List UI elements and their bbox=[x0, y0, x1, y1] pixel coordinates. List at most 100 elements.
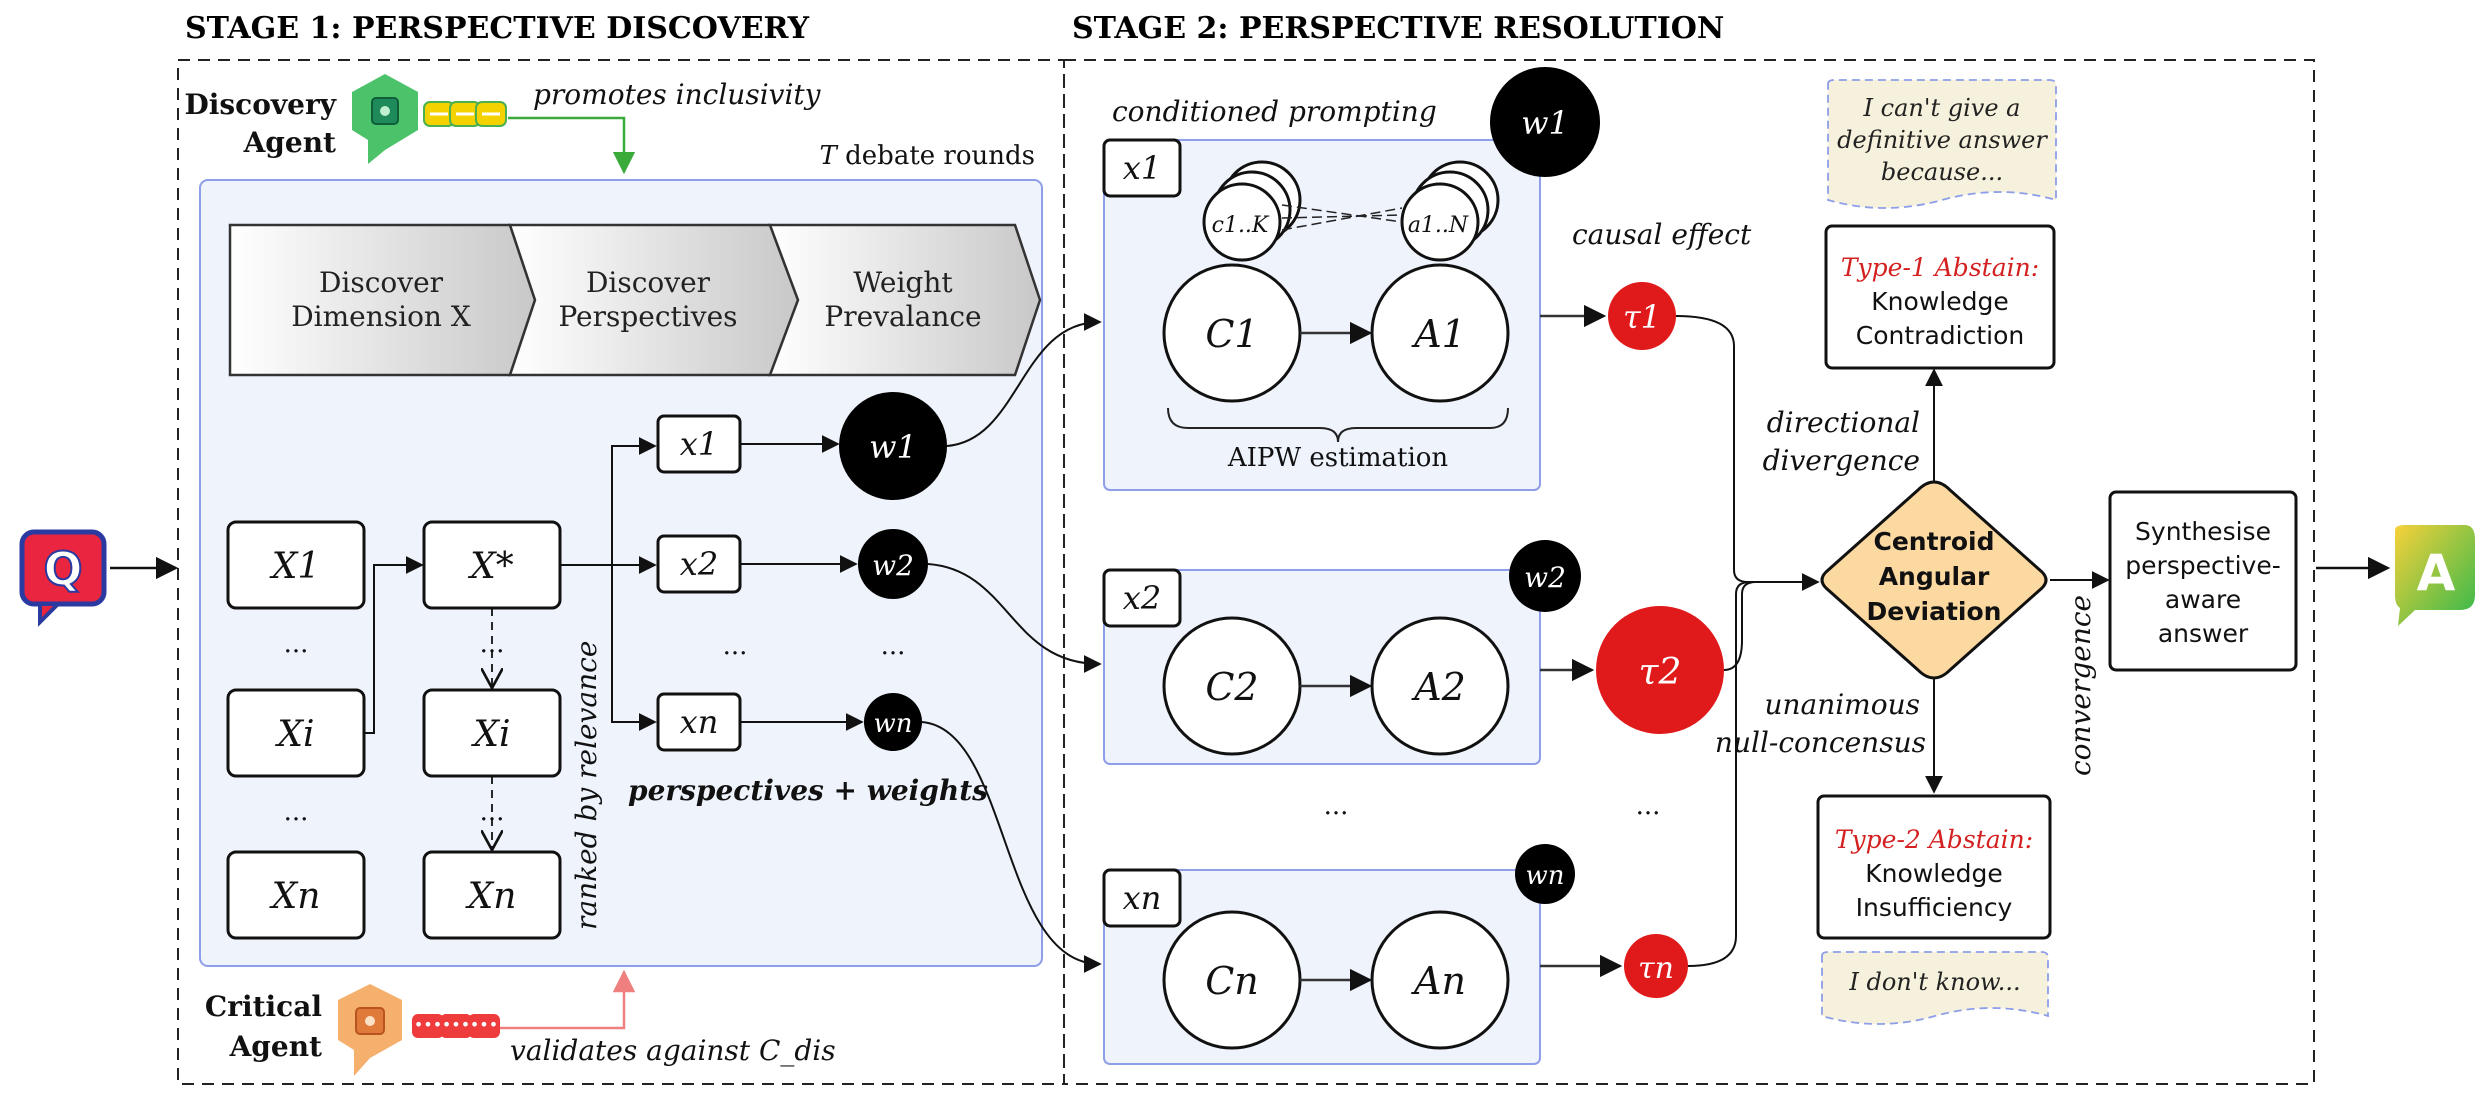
tau-label-1: τ1 bbox=[1623, 298, 1661, 336]
svg-text:•••: ••• bbox=[470, 1015, 498, 1034]
persp-label-2: x2 bbox=[680, 545, 718, 583]
validates-arrow bbox=[500, 969, 636, 1030]
weight-circle-2 bbox=[858, 529, 928, 599]
tau2-to-centroid-line bbox=[1723, 581, 1757, 671]
block-1-weight bbox=[1490, 67, 1600, 177]
w1-to-block1-arrow bbox=[946, 313, 1102, 447]
promotes-arrow bbox=[508, 116, 636, 175]
chevron-weight-prevalance bbox=[768, 223, 1042, 377]
question-letter: Q bbox=[43, 542, 82, 596]
chevron1-line1: Discover bbox=[319, 266, 444, 299]
weight-circle-n bbox=[864, 693, 922, 751]
bubble1-line-3: because... bbox=[1881, 158, 2003, 186]
mid-label-n: Xn bbox=[465, 876, 517, 917]
bubble2-text: I don't know... bbox=[1848, 968, 2020, 996]
block-2-a-node bbox=[1370, 616, 1510, 756]
critical-agent-label-2: Agent bbox=[229, 1030, 322, 1063]
ellipsis-taus: ... bbox=[1636, 791, 1661, 821]
bubble1-line-2: definitive answer bbox=[1837, 126, 2048, 154]
dim-label-1: X1 bbox=[269, 546, 321, 587]
block-n-x-label: xn bbox=[1123, 879, 1162, 917]
centroid-line-2: Angular bbox=[1879, 562, 1990, 591]
ellipsis-left-1: ... bbox=[284, 629, 309, 659]
a-sample-stack bbox=[1400, 160, 1500, 262]
tau1-to-centroid-arrow bbox=[1675, 315, 1820, 591]
synth-line-3: aware bbox=[2165, 585, 2241, 614]
debate-T: T bbox=[820, 141, 839, 171]
synth-line-1: Synthesise bbox=[2135, 517, 2271, 546]
debate-panel bbox=[199, 179, 1043, 967]
synthesis-box bbox=[2108, 490, 2298, 672]
type1-body-1: Knowledge bbox=[1871, 287, 2008, 316]
synth-line-4: answer bbox=[2158, 619, 2249, 648]
abstain-speech-bubble-1 bbox=[1827, 79, 2057, 209]
block-1-weight-label: w1 bbox=[1521, 104, 1569, 142]
type1-title: Type-1 Abstain: bbox=[1841, 253, 2039, 282]
chevron1-line2: Dimension X bbox=[291, 300, 471, 333]
debate-rounds-text: debate rounds bbox=[845, 141, 1035, 171]
block-n-c-label: Cn bbox=[1205, 959, 1259, 1003]
branch-arrow-n bbox=[560, 564, 657, 731]
wn-to-blockn-arrow bbox=[921, 721, 1102, 973]
block-n-weight bbox=[1515, 844, 1575, 904]
mid-label-i: Xi bbox=[470, 714, 510, 755]
chevron2-line2: Perspectives bbox=[558, 300, 737, 333]
conditioned-prompting-label: conditioned prompting bbox=[1112, 95, 1437, 128]
debate-rounds-label: T debate rounds bbox=[820, 141, 1035, 171]
weight-label-n: wn bbox=[874, 709, 913, 739]
unanimous-label-1: unanimous bbox=[1764, 688, 1920, 721]
taun-to-centroid-line bbox=[1687, 581, 1751, 967]
persp-label-n: xn bbox=[680, 703, 719, 741]
block-1-a-node bbox=[1370, 263, 1510, 403]
block-2-weight-label: w2 bbox=[1524, 561, 1566, 594]
chevron3-line2: Prevalance bbox=[824, 300, 981, 333]
w2-to-block2-arrow bbox=[927, 563, 1102, 673]
weight-circle-1 bbox=[839, 392, 947, 500]
block-2-c-label: C2 bbox=[1205, 665, 1258, 709]
block-n-a-label: An bbox=[1411, 959, 1466, 1003]
chevron2-line1: Discover bbox=[586, 266, 711, 299]
bubble1-line-1: I can't give a bbox=[1863, 94, 2021, 122]
tau-label-n: τn bbox=[1638, 951, 1674, 986]
stage2-title: STAGE 2: PERSPECTIVE RESOLUTION bbox=[1072, 11, 1724, 46]
sample-cross-links bbox=[1281, 204, 1403, 231]
type2-title: Type-2 Abstain: bbox=[1835, 825, 2033, 854]
perspectives-weights-label: perspectives + weights bbox=[628, 774, 988, 807]
block-1-x-label: x1 bbox=[1123, 149, 1161, 187]
type2-abstain-box bbox=[1816, 794, 2052, 940]
c-sample-stack bbox=[1202, 160, 1302, 262]
weight-label-2: w2 bbox=[872, 549, 914, 582]
block-2-a-label: A2 bbox=[1411, 665, 1466, 709]
dim-box-1 bbox=[226, 520, 366, 610]
critical-agent-icon bbox=[338, 984, 402, 1076]
xi-to-xstar-arrow bbox=[364, 556, 424, 734]
block-n-weight-label: wn bbox=[1526, 861, 1565, 891]
block-2-x-label: x2 bbox=[1123, 579, 1161, 617]
block-1-x-box bbox=[1102, 138, 1182, 198]
dim-label-n: Xn bbox=[269, 876, 321, 917]
tau-circle-n bbox=[1624, 934, 1688, 998]
weight-label-1: w1 bbox=[869, 428, 917, 466]
centroid-line-3: Deviation bbox=[1867, 597, 2002, 626]
persp-label-1: x1 bbox=[680, 425, 718, 463]
x-star-label: X* bbox=[467, 546, 514, 587]
svg-text:•••: ••• bbox=[414, 1015, 442, 1034]
abstain-speech-bubble-2 bbox=[1821, 951, 2049, 1025]
question-icon: Q bbox=[19, 529, 107, 627]
type1-body-2: Contradiction bbox=[1856, 321, 2024, 350]
mid-box-n bbox=[422, 850, 562, 940]
block-n-x-box bbox=[1102, 868, 1182, 928]
convergence-label: convergence bbox=[2064, 595, 2097, 776]
type1-abstain-box bbox=[1824, 224, 2056, 370]
discovery-agent-label-2: Agent bbox=[243, 126, 336, 159]
causal-effect-label: causal effect bbox=[1572, 218, 1752, 251]
dim-label-i: Xi bbox=[274, 714, 314, 755]
stage1-title: STAGE 1: PERSPECTIVE DISCOVERY bbox=[185, 11, 810, 46]
block-n-a-node bbox=[1370, 910, 1510, 1050]
discovery-agent-icon bbox=[352, 74, 418, 164]
type2-body-2: Insufficiency bbox=[1856, 893, 2013, 922]
type2-body-1: Knowledge bbox=[1865, 859, 2002, 888]
unanimous-label-2: null-concensus bbox=[1715, 726, 1926, 759]
critical-agent-label-1: Critical bbox=[205, 990, 322, 1023]
